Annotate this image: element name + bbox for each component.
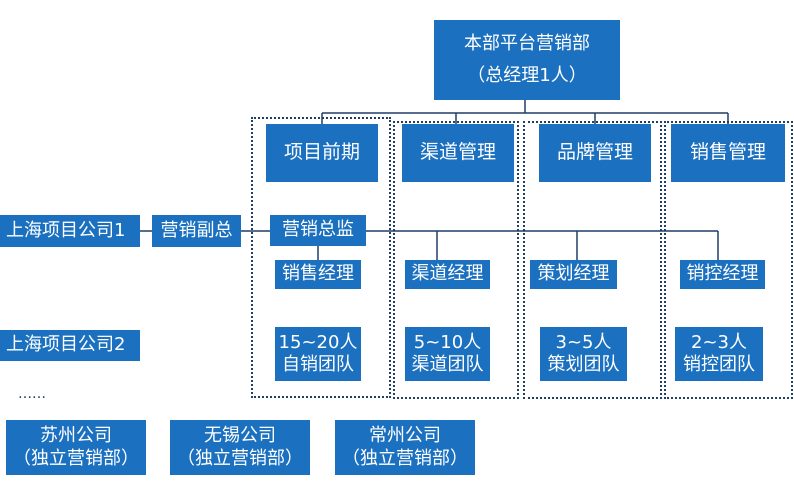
group-frame-brand — [523, 121, 662, 399]
branch-wuxi-note: （独立营销部） — [177, 447, 303, 469]
sales-control-manager-label: 销控经理 — [686, 263, 759, 285]
branch-suzhou: 苏州公司 （独立营销部） — [6, 420, 146, 475]
sales-control-manager-box: 销控经理 — [680, 260, 765, 289]
group-frame-channel — [393, 121, 519, 399]
project-company-1-label: 上海项目公司1 — [6, 219, 126, 241]
dept-brand-mgmt-label: 品牌管理 — [556, 141, 633, 164]
team-planning-count: 3~5人 — [555, 331, 612, 353]
team-planning-name: 策划团队 — [547, 354, 620, 375]
more-companies-ellipsis: …… — [18, 386, 46, 402]
dept-project-early: 项目前期 — [266, 124, 378, 182]
branch-wuxi: 无锡公司 （独立营销部） — [170, 420, 310, 475]
dept-sales-mgmt-label: 销售管理 — [689, 141, 766, 164]
team-self-sales-count: 15~20人 — [278, 331, 358, 353]
team-planning: 3~5人 策划团队 — [540, 327, 627, 381]
group-frame-project-early — [251, 117, 391, 398]
sales-manager-box: 销售经理 — [275, 260, 361, 289]
team-self-sales: 15~20人 自销团队 — [275, 327, 361, 381]
project-company-2-label: 上海项目公司2 — [6, 334, 126, 356]
team-sales-control: 2~3人 销控团队 — [675, 327, 763, 381]
branch-suzhou-name: 苏州公司 — [40, 425, 112, 446]
dept-channel-mgmt-label: 渠道管理 — [419, 141, 496, 164]
sales-manager-label: 销售经理 — [282, 263, 354, 285]
branch-wuxi-name: 无锡公司 — [204, 425, 276, 446]
planning-manager-box: 策划经理 — [530, 260, 617, 289]
project-company-1: 上海项目公司1 — [0, 215, 140, 247]
headquarters-box: 本部平台营销部 （总经理1人） — [434, 20, 620, 100]
marketing-director-label: 营销总监 — [282, 219, 354, 241]
team-channel: 5~10人 渠道团队 — [405, 327, 490, 381]
branch-changzhou-note: （独立营销部） — [342, 447, 468, 469]
team-sales-control-name: 销控团队 — [683, 354, 755, 375]
marketing-vp-box: 营销副总 — [152, 215, 241, 247]
dept-channel-mgmt: 渠道管理 — [402, 124, 514, 182]
team-channel-count: 5~10人 — [413, 331, 482, 353]
marketing-director-box: 营销总监 — [270, 215, 366, 246]
branch-suzhou-note: （独立营销部） — [13, 447, 139, 469]
headquarters-title: 本部平台营销部 — [464, 32, 590, 54]
marketing-vp-label: 营销副总 — [160, 219, 233, 241]
planning-manager-label: 策划经理 — [537, 263, 610, 285]
channel-manager-label: 渠道经理 — [411, 263, 484, 285]
dept-sales-mgmt: 销售管理 — [671, 124, 785, 182]
dept-project-early-label: 项目前期 — [283, 141, 360, 164]
team-channel-name: 渠道团队 — [411, 354, 484, 375]
headquarters-subtitle: （总经理1人） — [467, 65, 587, 86]
dept-brand-mgmt: 品牌管理 — [539, 124, 651, 182]
team-sales-control-count: 2~3人 — [691, 331, 747, 353]
project-company-2: 上海项目公司2 — [0, 330, 140, 361]
branch-changzhou-name: 常州公司 — [369, 425, 441, 446]
team-self-sales-name: 自销团队 — [282, 354, 354, 375]
group-frame-sales — [664, 121, 793, 399]
branch-changzhou: 常州公司 （独立营销部） — [335, 420, 475, 475]
channel-manager-box: 渠道经理 — [405, 260, 490, 289]
